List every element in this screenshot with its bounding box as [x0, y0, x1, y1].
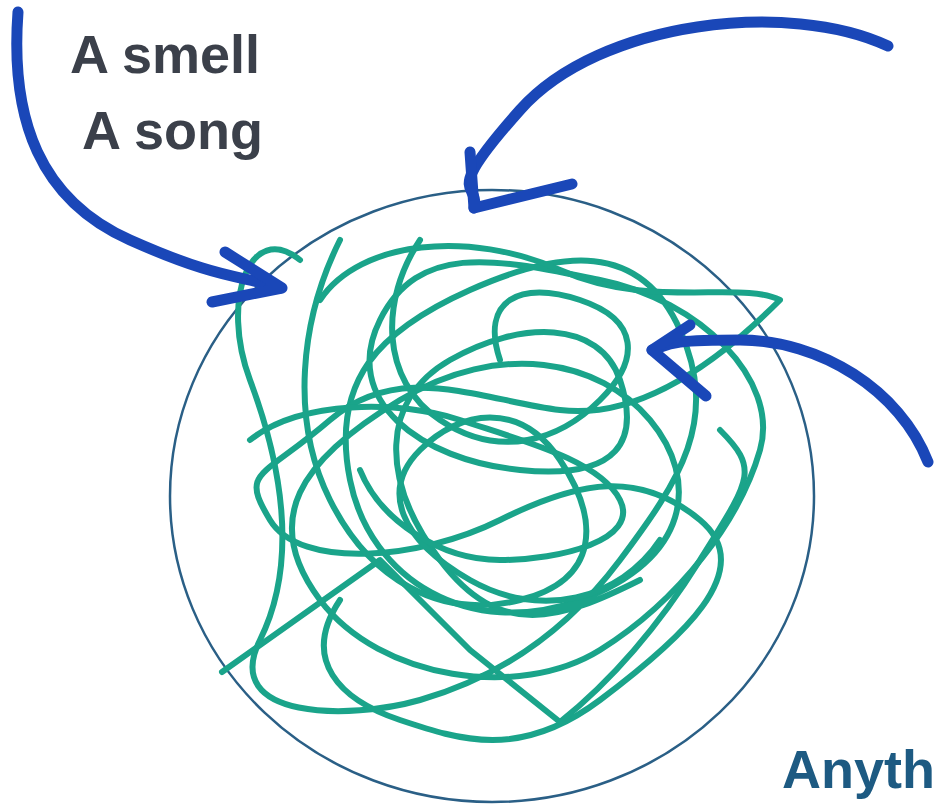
- pointer-arrows: [17, 12, 928, 462]
- tangle-scribble: [222, 240, 780, 740]
- outline-circle: [170, 190, 814, 802]
- callout-text: Anyth: [782, 742, 934, 796]
- callout-text: A smell: [70, 27, 260, 81]
- callout-text: A song: [82, 103, 263, 157]
